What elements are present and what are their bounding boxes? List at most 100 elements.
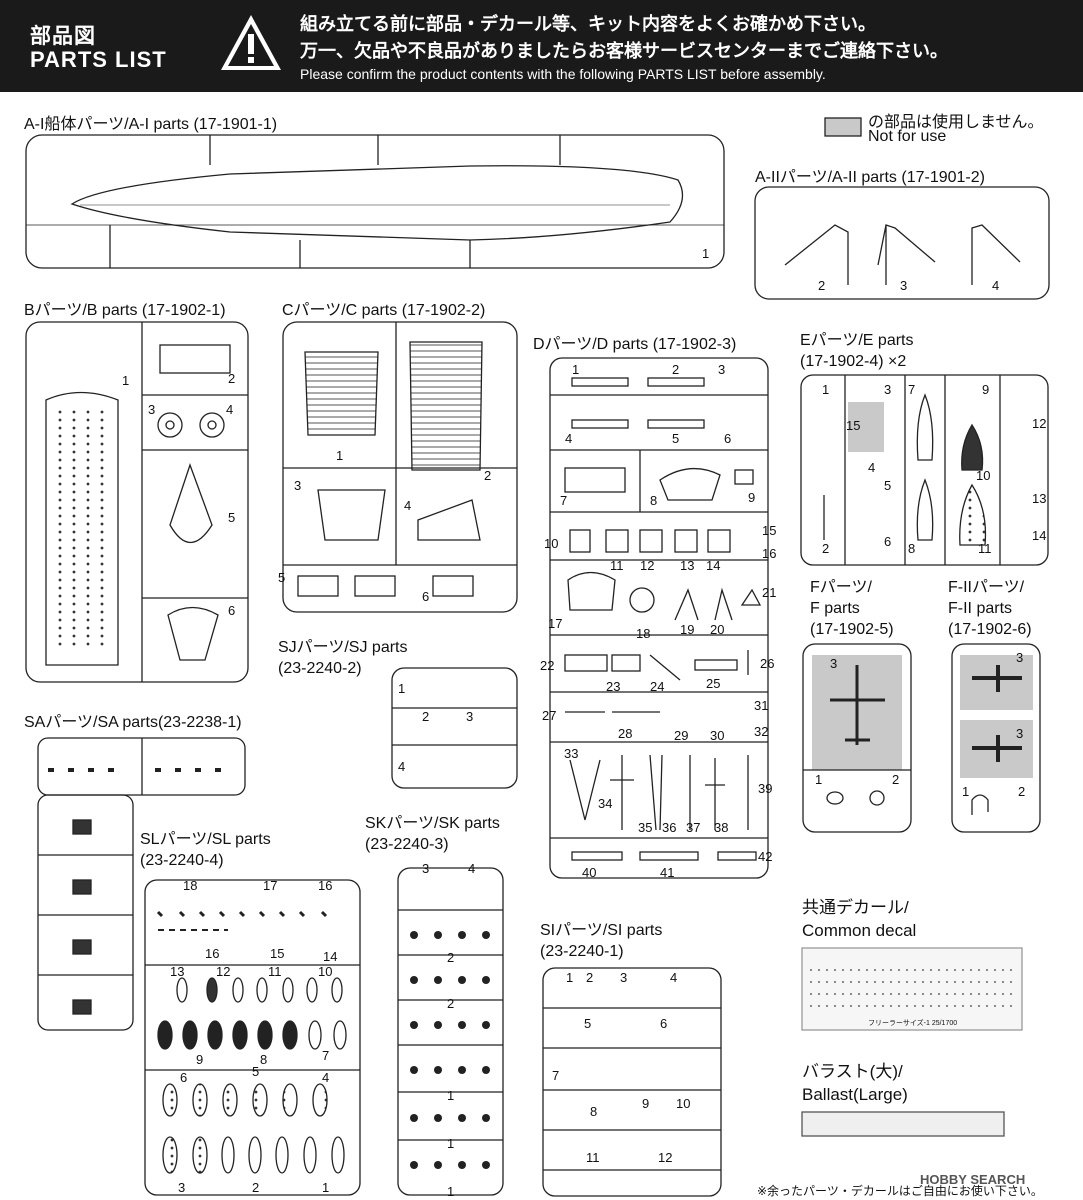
- title-jp: 部品図: [30, 25, 96, 48]
- part-number: 7: [908, 382, 915, 397]
- notice-jp-line1: 組み立てる前に部品・デカール等、キット内容をよくお確かめ下さい。: [300, 14, 876, 34]
- part-number: 13: [1032, 491, 1046, 506]
- part-number: 3: [422, 861, 429, 876]
- part-number: 7: [552, 1068, 559, 1083]
- sprue-sk-frame: [397, 867, 504, 1196]
- part-number: 2: [252, 1180, 259, 1195]
- common-decal-sheet: [801, 947, 1023, 1031]
- part-number: 21: [762, 585, 776, 600]
- part-number: 11: [978, 541, 992, 556]
- sprue-e-frame: [800, 374, 1049, 566]
- part-number: 26: [760, 656, 774, 671]
- part-number: 4: [868, 460, 875, 475]
- sprue-a1-title: A-I船体パーツ/A-I parts (17-1901-1): [24, 116, 278, 133]
- sprue-sa-title: SAパーツ/SA parts(23-2238-1): [24, 714, 242, 731]
- part-number: 28: [618, 726, 632, 741]
- bridge-part-b5: [169, 463, 213, 543]
- part-number: 11: [268, 964, 282, 979]
- part-number: 15: [270, 946, 284, 961]
- part-number: 40: [582, 865, 596, 880]
- crane-part-3: [877, 224, 936, 285]
- ballast-part: [801, 1111, 1005, 1137]
- part-number: 1: [398, 681, 405, 696]
- notice-en: Please confirm the product contents with…: [300, 66, 826, 82]
- part-number: 5: [884, 478, 891, 493]
- part-number: 3: [178, 1180, 185, 1195]
- part-number: 7: [322, 1048, 329, 1063]
- part-number: 4: [670, 970, 677, 985]
- part-number: 6: [660, 1016, 667, 1031]
- part-number: 16: [762, 546, 776, 561]
- part-number: 3: [718, 362, 725, 377]
- part-number: 8: [650, 493, 657, 508]
- legend-jp: の部品は使用しません。: [868, 114, 1044, 131]
- part-number: 5: [584, 1016, 591, 1031]
- footer-note: ※余ったパーツ・デカールはご自由にお使い下さい。: [757, 1184, 1043, 1198]
- part-number: 4: [404, 498, 411, 513]
- part-number: 7: [560, 493, 567, 508]
- part-number: 33: [564, 746, 578, 761]
- part-number: 10: [544, 536, 558, 551]
- part-number: 8: [260, 1052, 267, 1067]
- crane-part-2: [784, 224, 849, 285]
- part-number: 8: [590, 1104, 597, 1119]
- part-number: 1: [962, 784, 969, 799]
- part-number: 35: [638, 820, 652, 835]
- part-number: 2: [447, 996, 454, 1011]
- part-number: 9: [748, 490, 755, 505]
- sprue-f-frame: [802, 643, 912, 833]
- part-number: 22: [540, 658, 554, 673]
- part-number: 15: [846, 418, 860, 433]
- part-number: 31: [754, 698, 768, 713]
- part-number: 1: [447, 1088, 454, 1103]
- part-number: 13: [680, 558, 694, 573]
- part-number: 2: [1018, 784, 1025, 799]
- part-c3: [317, 489, 386, 541]
- part-number: 11: [586, 1150, 600, 1165]
- sprue-b-frame: [25, 321, 249, 683]
- part-number: 1: [322, 1180, 329, 1195]
- aircraft-f2-3a: [972, 665, 1022, 692]
- part-number: 37: [686, 820, 700, 835]
- sprue-f-title: Fパーツ/F parts(17-1902-5): [810, 579, 894, 638]
- part-number: 3: [466, 709, 473, 724]
- sprue-sl-frame: [144, 879, 361, 1196]
- sprue-sj-title: SJパーツ/SJ parts(23-2240-2): [278, 639, 408, 677]
- part-number: 23: [606, 679, 620, 694]
- sprue-si-title: SIパーツ/SI parts(23-2240-1): [540, 922, 663, 960]
- part-number: 1: [447, 1184, 454, 1199]
- aircraft-f2-3b: [972, 735, 1022, 762]
- part-number: 12: [1032, 416, 1046, 431]
- part-number: 2: [228, 371, 235, 386]
- watermark: HOBBY SEARCH: [920, 1172, 1026, 1187]
- part-number: 30: [710, 728, 724, 743]
- sprue-f2-frame: [951, 643, 1041, 833]
- part-number: 1: [815, 772, 822, 787]
- part-number: 10: [676, 1096, 690, 1111]
- part-number: 2: [672, 362, 679, 377]
- part-number: 6: [180, 1070, 187, 1085]
- legend-en: Not for use: [868, 128, 947, 145]
- part-number: 29: [674, 728, 688, 743]
- part-number: 9: [982, 382, 989, 397]
- part-number: 27: [542, 708, 556, 723]
- part-number: 4: [398, 759, 405, 774]
- part-number: 19: [680, 622, 694, 637]
- part-number: 2: [818, 278, 825, 293]
- part-number: 12: [216, 964, 230, 979]
- part-number: 6: [884, 534, 891, 549]
- part-number: 1: [566, 970, 573, 985]
- part-number: 2: [422, 709, 429, 724]
- part-number: 4: [565, 431, 572, 446]
- part-number: 10: [976, 468, 990, 483]
- part-number: 3: [148, 402, 155, 417]
- ballast-title: バラスト(大)/Ballast(Large): [802, 1062, 908, 1104]
- part-number: 5: [252, 1064, 259, 1079]
- part-number: 14: [706, 558, 720, 573]
- title-en: PARTS LIST: [30, 47, 167, 72]
- part-number: 3: [1016, 650, 1023, 665]
- part-number: 34: [598, 796, 612, 811]
- part-b6: [167, 606, 219, 661]
- sprue-sk-title: SKパーツ/SK parts(23-2240-3): [365, 815, 500, 853]
